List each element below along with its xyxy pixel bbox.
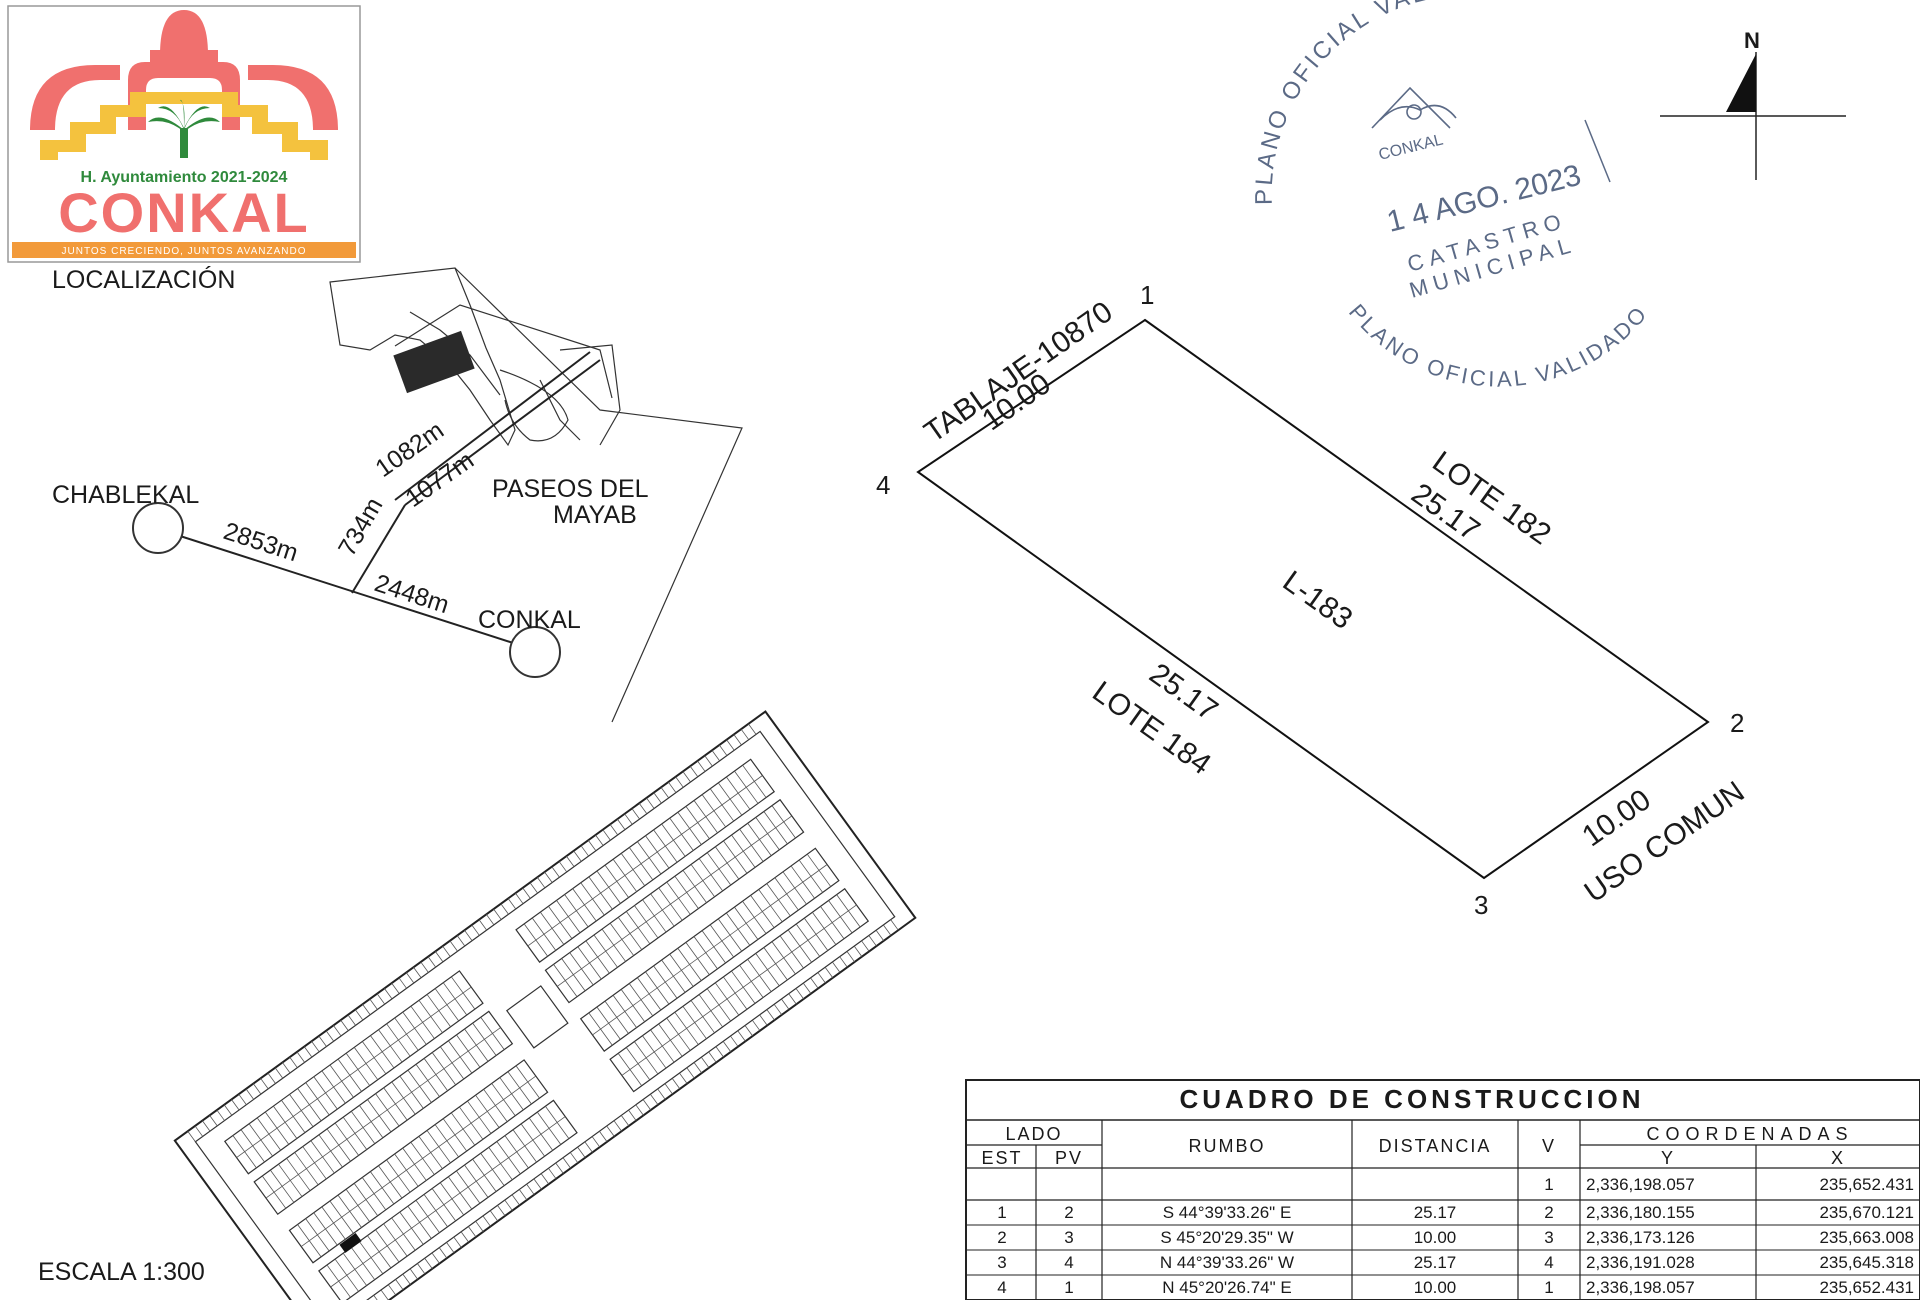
subdivision-lot-marker [339,1232,362,1253]
table-cell-rumbo: N 45°20'26.74" E [1162,1278,1292,1297]
table-cell-est: 4 [997,1278,1006,1297]
localization-title: LOCALIZACIÓN [52,265,235,294]
stamp-badge-text: CONKAL [1377,131,1445,163]
header-coordenadas: COORDENADAS [1646,1124,1853,1144]
table-cell-est: 2 [997,1228,1006,1247]
table-cell-pv: 1 [1064,1278,1073,1297]
table-cell-v: 1 [1544,1278,1553,1297]
table-body: 1 2 S 44°39'33.26" E 25.17 2 2,336,180.155 235… [997,1203,1914,1297]
lot-polygon [916,318,1710,880]
table-cell-est: 3 [997,1253,1006,1272]
header-pv: PV [1055,1148,1083,1168]
header-v: V [1542,1136,1556,1156]
table-cell-distancia: 25.17 [1414,1253,1457,1272]
chablekal-town-marker [132,502,184,554]
table-cell-rumbo: S 45°20'29.35" W [1160,1228,1293,1247]
table-cell-v: 2 [1544,1203,1553,1222]
start-row-x: 235,652.431 [1819,1175,1914,1194]
north-arrow-icon [1726,54,1756,112]
table-row: 1 2 S 44°39'33.26" E 25.17 2 2,336,180.155 235… [997,1203,1914,1222]
stamp-bottom-arc: PLANO OFICIAL VALIDADO [1344,299,1653,392]
table-cell-x: 235,670.121 [1819,1203,1914,1222]
distance-734: 734m [333,493,389,561]
distance-2448: 2448m [371,569,452,619]
subdivision-plaza [505,985,569,1049]
logo-name-text: CONKAL [58,181,310,244]
construction-table: CUADRO DE CONSTRUCCION LADO EST PV RUMBO… [965,1079,1920,1300]
north-label: N [1744,28,1760,53]
logo-slogan-text: JUNTOS CRECIENDO, JUNTOS AVANZANDO [62,246,307,257]
header-y: Y [1661,1148,1675,1168]
stamp-badge-icon [1371,86,1457,129]
chablekal-label: CHABLEKAL [52,481,199,509]
header-lado: LADO [1005,1124,1062,1144]
table-title: CUADRO DE CONSTRUCCION [1180,1084,1645,1114]
conkal-town-marker [509,626,561,678]
north-arrow: N [1660,28,1846,180]
table-cell-pv: 3 [1064,1228,1073,1247]
distance-2853: 2853m [220,517,301,567]
table-row: 3 4 N 44°39'33.26" W 25.17 4 2,336,191.028 235… [997,1253,1914,1272]
table-cell-y: 2,336,173.126 [1586,1228,1695,1247]
scale-label: ESCALA 1:300 [38,1258,205,1286]
start-row-y: 2,336,198.057 [1586,1175,1695,1194]
lot-location-marker [393,330,475,394]
stamp-top-arc: PLANO OFICIAL VALIDADO [1251,0,1524,205]
vertex-label-3: 3 [1474,890,1488,920]
table-cell-distancia: 25.17 [1414,1203,1457,1222]
table-cell-v: 4 [1544,1253,1553,1272]
subdivision-diagram [173,710,917,1300]
subdivision-blocks [187,723,899,1300]
table-cell-pv: 2 [1064,1203,1073,1222]
table-cell-x: 235,652.431 [1819,1278,1914,1297]
vertex-label-2: 2 [1730,708,1744,738]
header-x: X [1831,1148,1845,1168]
table-cell-y: 2,336,198.057 [1586,1278,1695,1297]
table-row: 4 1 N 45°20'26.74" E 10.00 1 2,336,198.057 235… [997,1278,1914,1297]
lot-name: L-183 [1277,565,1359,636]
conkal-place-label: CONKAL [478,606,581,634]
table-cell-rumbo: N 44°39'33.26" W [1160,1253,1294,1272]
table-cell-pv: 4 [1064,1253,1073,1272]
table-cell-distancia: 10.00 [1414,1278,1457,1297]
palm-icon [148,99,220,158]
lot-plan: 1 2 3 4 L-183 TABLAJE-10870 10.00 LOTE 1… [876,280,1750,920]
header-distancia: DISTANCIA [1379,1136,1492,1156]
vertex-label-4: 4 [876,470,890,500]
municipal-logo: H. Ayuntamiento 2021-2024 CONKAL JUNTOS … [7,5,361,263]
table-cell-distancia: 10.00 [1414,1228,1457,1247]
table-cell-y: 2,336,180.155 [1586,1203,1695,1222]
table-cell-x: 235,645.318 [1819,1253,1914,1272]
logo-council-text: H. Ayuntamiento 2021-2024 [81,169,288,186]
table-cell-x: 235,663.008 [1819,1228,1914,1247]
north-side-neighbor: TABLAJE-10870 [918,295,1118,449]
table-cell-rumbo: S 44°39'33.26" E [1163,1203,1292,1222]
table-row: 2 3 S 45°20'29.35" W 10.00 3 2,336,173.126 235… [997,1228,1914,1247]
official-stamp: PLANO OFICIAL VALIDADO PLANO OFICIAL VAL… [1251,0,1653,392]
start-row-v: 1 [1544,1175,1553,1194]
table-cell-est: 1 [997,1203,1006,1222]
header-est: EST [981,1148,1022,1168]
paseos-label-line1: PASEOS DEL [492,475,649,503]
localization-map: LOCALIZACIÓN CHABLEKAL CONKAL PASEOS DEL… [52,265,743,723]
header-rumbo: RUMBO [1189,1136,1266,1156]
table-cell-v: 3 [1544,1228,1553,1247]
table-cell-y: 2,336,191.028 [1586,1253,1695,1272]
vertex-label-1: 1 [1140,280,1154,310]
paseos-label-line2: MAYAB [553,501,637,529]
